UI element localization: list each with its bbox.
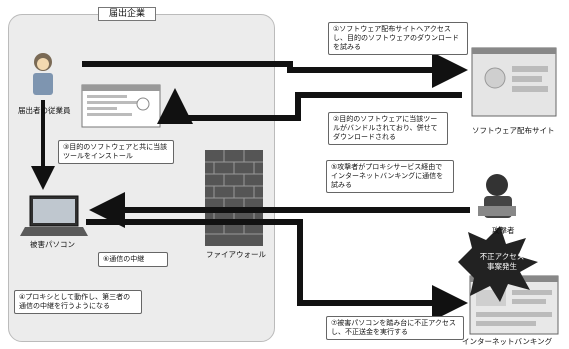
attacker-icon	[478, 174, 516, 218]
incident-burst-icon	[458, 226, 538, 302]
arrow-step6	[86, 219, 468, 321]
firewall-label: ファイアウォール	[206, 250, 266, 259]
step6-note: ⑥通信の中継	[98, 252, 168, 267]
step2-note: ②目的のソフトウェアに当該ツールがバンドルされており、併せてダウンロードされる	[328, 112, 448, 145]
step4-note: ④プロキシとして動作し、第三者の通信の中継を行うようになる	[14, 290, 142, 314]
step3-note: ③目的のソフトウェアと共に当該ツールをインストール	[58, 140, 174, 164]
company-label: 届出企業	[98, 7, 157, 21]
attacker-label: 攻撃者	[492, 226, 515, 235]
software-window-icon	[81, 84, 161, 128]
step7-note: ⑦被害パソコンを踏み台に不正アクセスし、不正送金を実行する	[326, 316, 464, 340]
incident-label: 不正アクセス 事案発生	[479, 252, 525, 271]
banking-label: インターネットバンキング	[462, 337, 553, 346]
step1-note: ①ソフトウェア配布サイトへアクセスし、目的のソフトウェアのダウンロードを試みる	[328, 22, 468, 55]
arrow-step2	[157, 88, 462, 124]
victim-pc-icon	[20, 195, 88, 236]
firewall-icon	[205, 150, 263, 246]
distribution-site-icon	[471, 47, 557, 117]
distribution-site-label: ソフトウェア配布サイト	[472, 126, 555, 135]
employee-label: 届出者の従業員	[18, 106, 71, 115]
victim-pc-label: 被害パソコン	[30, 240, 75, 249]
arrow-step1	[82, 52, 468, 88]
step5-note: ⑤攻撃者がプロキシサービス経由でインターネットバンキングに通信を試みる	[326, 160, 454, 193]
employee-icon	[33, 53, 53, 95]
